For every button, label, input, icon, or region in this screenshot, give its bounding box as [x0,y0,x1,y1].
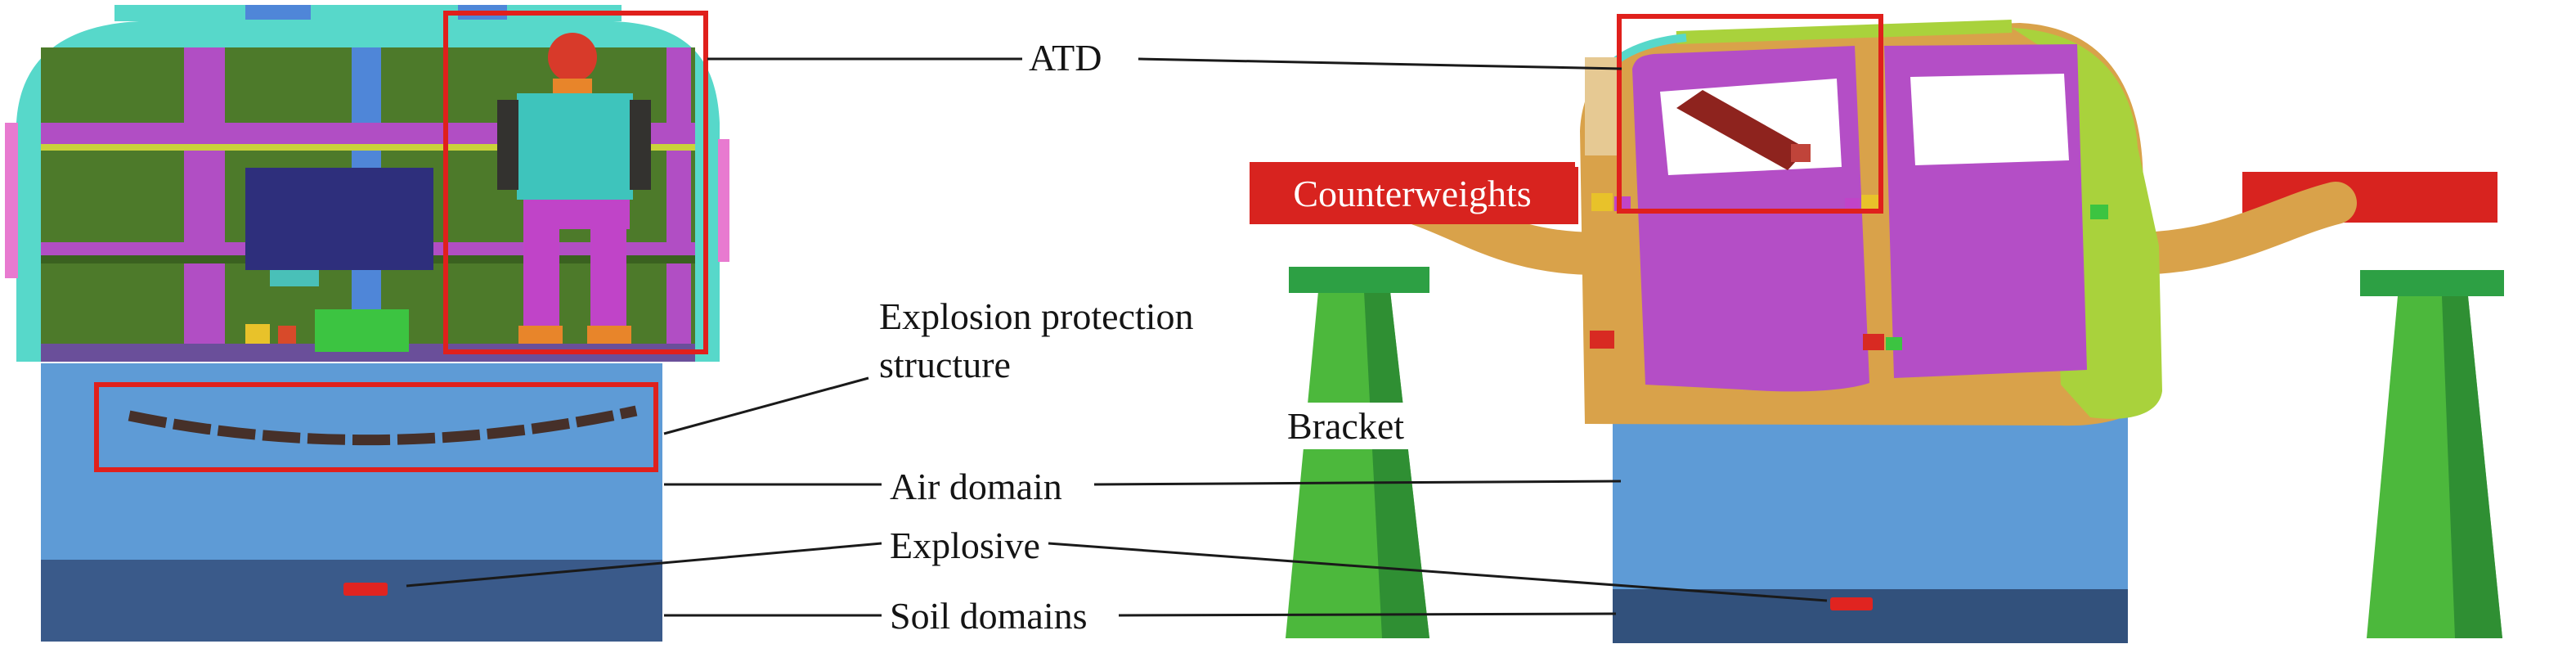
leader-air-right [1093,480,1622,486]
leader-soil-right [1118,612,1617,617]
leader-protection [663,376,869,435]
bracket-label: Bracket [1281,403,1411,449]
vehicle-side-view [1580,20,2162,426]
air-domain-right [1613,417,2128,589]
protection-highlight-box [94,382,658,472]
bracket-left [1286,267,1429,638]
leader-explosive-left [406,542,882,588]
air-domain-label: Air domain [890,466,1062,507]
atd-arm-side [1676,90,1807,170]
atd-highlight-box-left [443,11,708,354]
explosive-label: Explosive [890,525,1040,566]
vehicle-front-view [5,5,729,362]
leader-atd-right [1138,57,1622,70]
explosive-right [1830,597,1873,610]
swing-arm-right [2103,182,2357,276]
protection-structure [128,405,638,446]
atd-label: ATD [1029,37,1102,79]
explosive-left [343,583,388,596]
leader-explosive-right [1048,542,1828,602]
explosion-protection-label: Explosion protection structure [879,295,1194,385]
soil-domain-right [1613,589,2128,643]
bracket-right [2360,270,2504,638]
counterweights-label: Counterweights [1250,162,1575,224]
soil-domains-label: Soil domains [890,595,1088,637]
air-domain-left [41,363,662,560]
atd-figure-front [497,33,651,344]
leader-lines [406,57,1828,617]
atd-highlight-box-right [1617,14,1883,214]
